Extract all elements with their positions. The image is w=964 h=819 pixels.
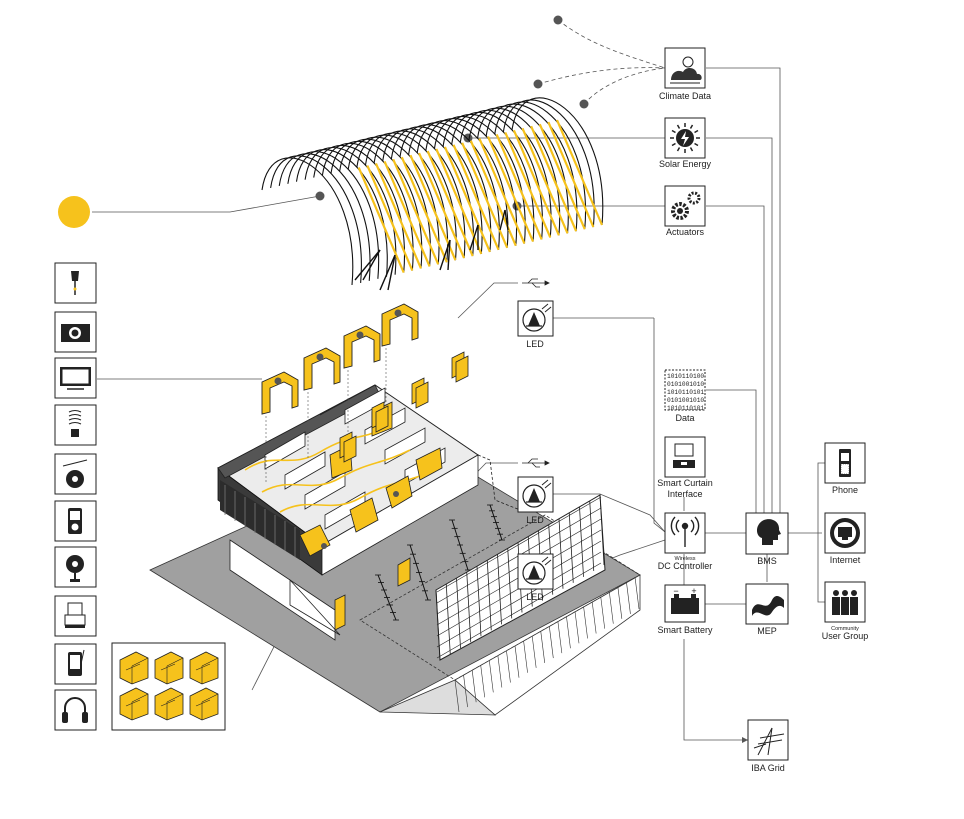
community-label: User Group — [822, 631, 869, 641]
phone-label: Phone — [832, 485, 858, 495]
led-label: LED — [526, 515, 544, 525]
bms-node: BMS — [745, 512, 789, 566]
floating-wall-modules — [261, 303, 469, 482]
battery-plus: + — [691, 586, 696, 596]
wireless-icon — [670, 516, 700, 547]
wall-module-tiles-illustration — [111, 642, 226, 731]
phone-icon — [839, 449, 851, 477]
device-box — [54, 311, 97, 353]
internet-node: Internet — [824, 512, 866, 565]
people-group-icon — [832, 590, 858, 615]
head-icon — [756, 519, 781, 545]
data-label: Data — [675, 413, 694, 423]
solar-energy-node: Solar Energy — [659, 117, 712, 169]
battery-icon: − + — [671, 586, 699, 614]
iba-grid-node: IBA Grid — [747, 719, 789, 773]
dc-controller-small-label: Wireless — [674, 556, 695, 562]
headphones-icon — [62, 697, 88, 723]
led-lamp-icon — [522, 303, 552, 332]
gears-icon — [671, 191, 701, 220]
mep-label: MEP — [757, 626, 777, 636]
television-icon — [60, 367, 91, 390]
solar-energy-label: Solar Energy — [659, 159, 712, 169]
smart-curtain-interface-node: Smart Curtain Interface — [657, 436, 713, 499]
cd-player-icon — [62, 459, 88, 488]
usb-icon — [522, 458, 550, 468]
power-pylon-icon — [753, 727, 785, 756]
dc-controller-label: DC Controller — [658, 561, 713, 571]
device-column — [54, 262, 97, 731]
actuators-label: Actuators — [666, 227, 705, 237]
usb-icon — [522, 278, 550, 288]
led-label: LED — [526, 592, 544, 602]
led-node-2: LED — [517, 476, 554, 525]
led-label: LED — [526, 339, 544, 349]
device-box — [54, 500, 97, 542]
binary-line: 0101001010 — [667, 381, 704, 388]
binary-line: 0101001010 — [667, 397, 704, 404]
dc-controller-node: Wireless DC Controller — [658, 512, 713, 571]
binary-line: 1010110101 — [667, 389, 704, 396]
device-box — [54, 546, 97, 588]
iba-grid-label: IBA Grid — [751, 763, 785, 773]
led-node-3: LED — [517, 553, 554, 602]
device-box — [54, 404, 97, 446]
internet-label: Internet — [830, 555, 861, 565]
device-box — [54, 595, 97, 637]
smart-battery-label: Smart Battery — [657, 625, 713, 635]
mp3-player-icon — [68, 508, 82, 534]
led-lamp-icon — [522, 556, 552, 585]
connector-dots — [315, 15, 589, 211]
binary-data-icon: 1010110100 0101001010 1010110101 0101001… — [667, 373, 704, 412]
climate-data-label: Climate Data — [659, 91, 711, 101]
sun-icon — [670, 123, 700, 153]
device-box — [54, 262, 97, 304]
device-box — [54, 643, 97, 685]
mep-node: MEP — [745, 583, 789, 636]
phone-node: Phone — [824, 442, 866, 495]
desk-fan-icon — [66, 555, 84, 582]
device-box — [54, 453, 97, 495]
solar-shell-roof-illustration — [261, 97, 604, 291]
device-box — [54, 357, 97, 399]
device-box — [54, 689, 97, 731]
data-node: 1010110100 0101001010 1010110101 0101001… — [664, 369, 706, 423]
connector-lines — [92, 19, 825, 743]
binary-line: 1010110100 — [667, 373, 704, 380]
curtain-interface-icon — [673, 443, 695, 468]
climate-data-node: Climate Data — [659, 47, 711, 101]
pipes-icon — [752, 595, 784, 616]
bms-label: BMS — [757, 556, 777, 566]
battery-minus: − — [673, 586, 678, 596]
mobile-phone-icon — [68, 649, 85, 676]
actuators-node: Actuators — [664, 185, 706, 237]
cloud-sun-icon — [670, 56, 702, 84]
community-small-label: Community — [831, 626, 859, 632]
community-node: Community User Group — [822, 581, 869, 641]
led-node-1: LED — [517, 300, 554, 349]
binary-line: 1010110101 — [667, 405, 704, 412]
smart-curtain-label-line1: Smart Curtain — [657, 478, 713, 488]
printer-icon — [64, 602, 86, 628]
energy-saving-bulb-icon — [68, 410, 82, 437]
lamp-icon — [71, 271, 79, 295]
led-lamp-icon — [522, 479, 552, 508]
sun-dot-icon — [58, 196, 90, 228]
ethernet-port-icon — [830, 518, 860, 548]
camera-icon — [61, 324, 90, 342]
smart-battery-node: − + Smart Battery — [657, 584, 713, 635]
smart-curtain-label-line2: Interface — [667, 489, 702, 499]
